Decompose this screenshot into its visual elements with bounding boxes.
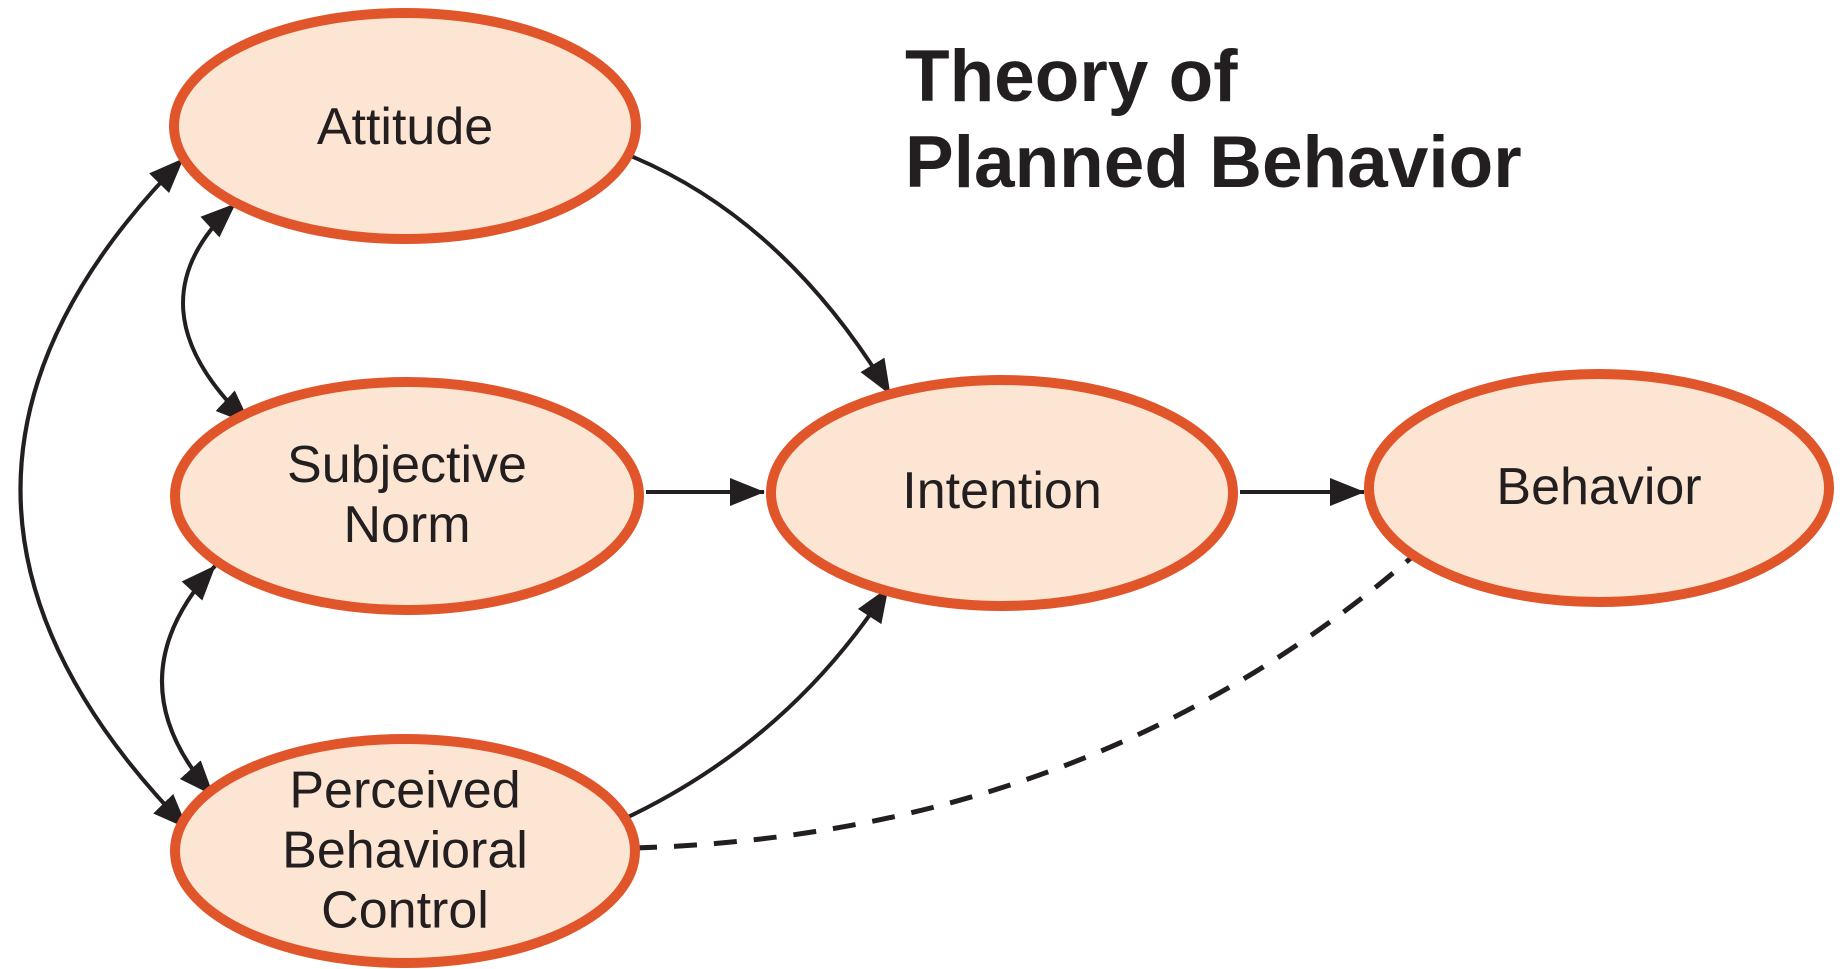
edge-attitude-perceived-behavioral-control (18, 157, 189, 830)
edge-attitude-subjective-norm (181, 202, 252, 426)
diagram-title: Theory of Planned Behavior (905, 36, 1522, 204)
node-label-perceived-behavioral-control: Perceived Behavioral Control (282, 761, 528, 939)
node-ellipse-intention (766, 375, 1238, 611)
edge-attitude-intention (625, 152, 892, 396)
node-ellipse-behavior (1364, 369, 1834, 607)
node-label-intention: Intention (902, 462, 1102, 521)
node-label-behavior: Behavior (1496, 458, 1702, 517)
node-ellipse-subjective-norm (170, 377, 644, 615)
node-label-subjective-norm: Subjective Norm (287, 436, 527, 554)
node-ellipse-perceived-behavioral-control (170, 734, 640, 968)
edge-perceived-behavioral-control-intention (625, 586, 890, 820)
edge-subjective-norm-perceived-behavioral-control (160, 564, 217, 797)
node-ellipse-attitude (169, 8, 641, 244)
node-label-attitude: Attitude (316, 98, 494, 157)
edge-perceived-behavioral-control-behavior (633, 555, 1414, 851)
